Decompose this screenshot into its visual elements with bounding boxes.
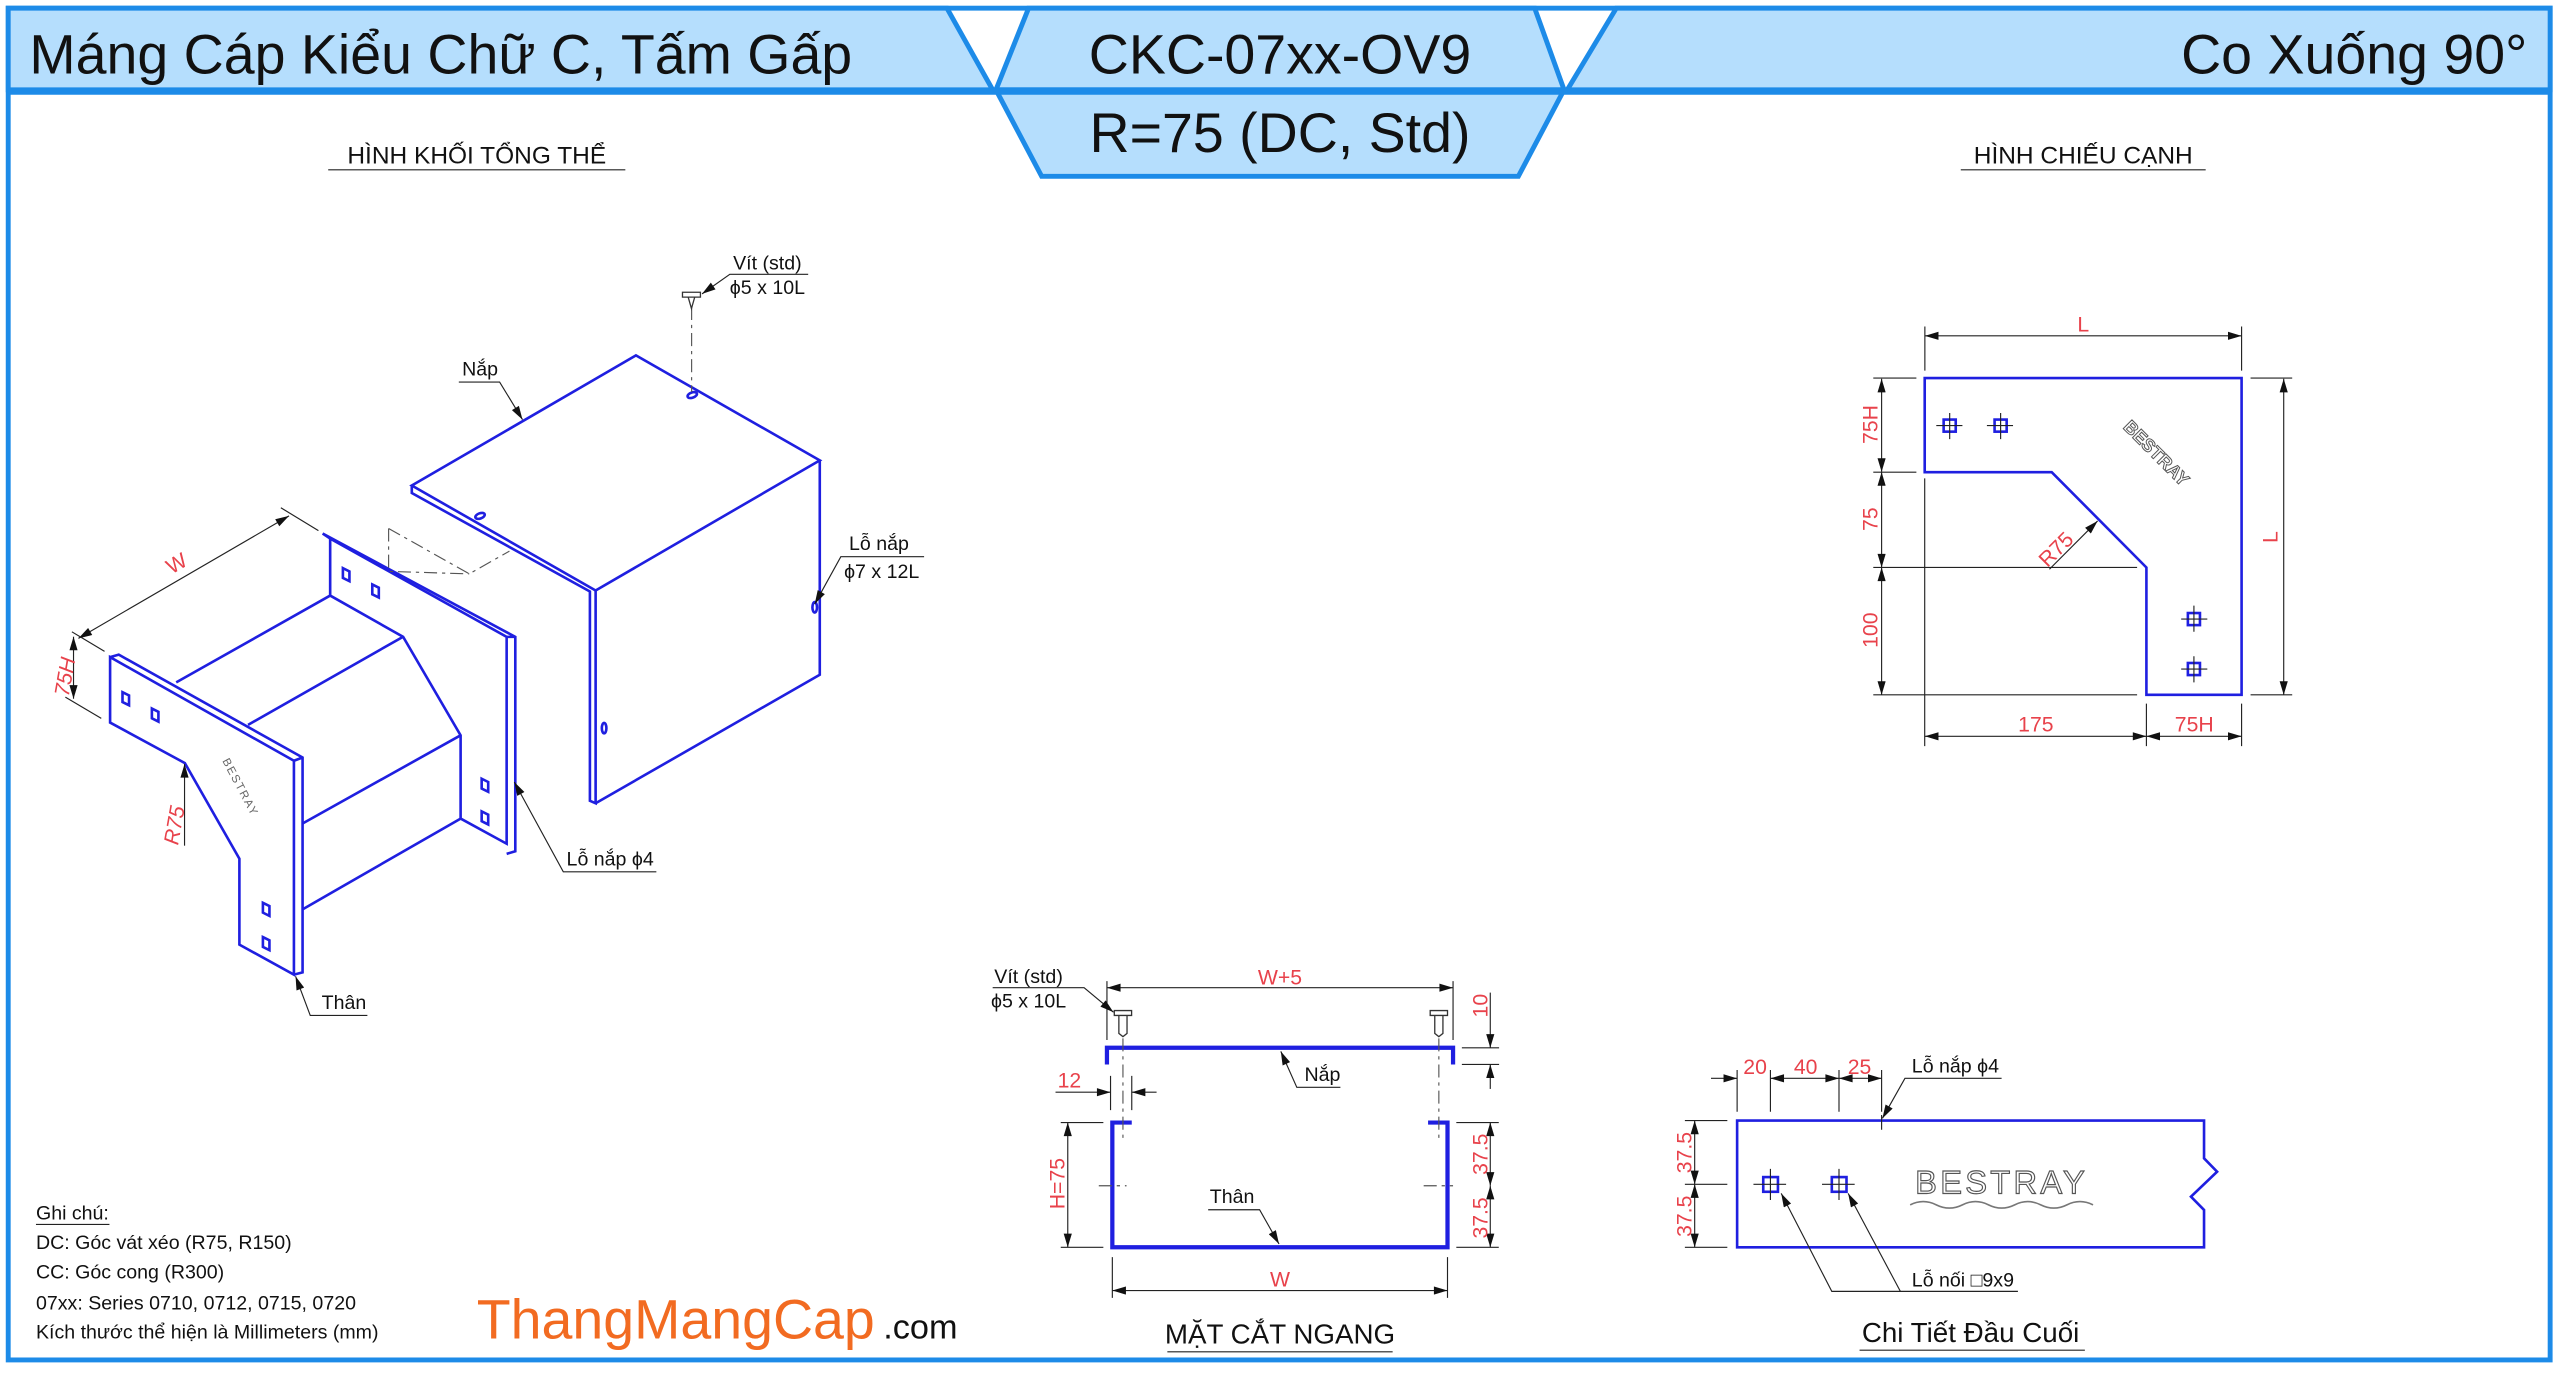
iso-lid-label: Nắp — [462, 357, 498, 380]
screw-icon — [681, 291, 702, 311]
section-dim-gap: 10 — [1469, 994, 1492, 1018]
end-dim-3: 25 — [1848, 1056, 1872, 1079]
section-lid-label: Nắp — [1304, 1063, 1340, 1086]
iso-lid-hole-label: Lỗ nắp — [849, 532, 909, 555]
note-line: Kích thước thể hiện là Millimeters (mm) — [36, 1322, 379, 1344]
iso-screw-size: ϕ5 x 10L — [730, 277, 805, 299]
section-dim-top: W+5 — [1258, 966, 1302, 989]
iso-cover-hole-label: Lỗ nắp ϕ4 — [567, 847, 654, 870]
section-screw-size: ϕ5 x 10L — [991, 990, 1066, 1012]
watermark-suffix: .com — [883, 1309, 957, 1347]
iso-dim-h: 75H — [51, 655, 81, 698]
side-dim-radius: R75 — [2035, 528, 2079, 572]
product-variant: R=75 (DC, Std) — [1090, 102, 1471, 164]
end-joint-hole-label: Lỗ nối □9x9 — [1912, 1268, 2014, 1291]
product-code: CKC-07xx-OV9 — [1089, 23, 1471, 85]
section-dim-height: H=75 — [1046, 1158, 1069, 1209]
side-dim-top: L — [2077, 313, 2089, 336]
side-dim-left-3: 100 — [1860, 612, 1883, 647]
end-brand-logo: BESTRAY — [1915, 1163, 2088, 1200]
section-body-label: Thân — [1210, 1186, 1255, 1208]
watermark-main: ThangMangCap — [477, 1289, 875, 1351]
end-cover-hole-label: Lỗ nắp ϕ4 — [1912, 1055, 1999, 1078]
section-dim-half-1: 37.5 — [1469, 1134, 1492, 1175]
iso-screw-label: Vít (std) — [733, 252, 802, 274]
iso-brand-text: BESTRAY — [219, 757, 260, 819]
side-dim-bottom-2: 75H — [2175, 713, 2214, 736]
side-view-title: HÌNH CHIẾU CẠNH — [1974, 141, 2193, 169]
joint-holes — [1936, 413, 2208, 683]
iso-dim-r: R75 — [160, 804, 189, 847]
notes-heading: Ghi chú: — [36, 1203, 109, 1225]
sheet-frame — [5, 5, 2553, 1363]
end-detail-view: BESTRAY 20 40 25 Lỗ nắp ϕ4 37.5 37.5 Lỗ … — [1673, 1055, 2219, 1351]
iso-view-title: HÌNH KHỐI TỔNG THỂ — [347, 141, 606, 169]
end-detail-title: Chi Tiết Đầu Cuối — [1862, 1317, 2079, 1348]
end-dim-1: 20 — [1743, 1056, 1767, 1079]
screw-icon — [1429, 1009, 1449, 1038]
end-dim-2: 40 — [1794, 1056, 1818, 1079]
end-dim-v2: 37.5 — [1673, 1196, 1696, 1237]
lid-part — [409, 353, 823, 806]
side-view: HÌNH CHIẾU CẠNH BESTRAY L L 75H 75 100 1… — [1860, 141, 2293, 747]
body-part: BESTRAY — [108, 532, 517, 977]
section-screw-label: Vít (std) — [994, 966, 1063, 988]
end-dim-v1: 37.5 — [1673, 1132, 1696, 1173]
title-right: Co Xuống 90° — [2181, 23, 2527, 85]
side-dim-right: L — [2260, 531, 2283, 543]
note-line: CC: Góc cong (R300) — [36, 1261, 224, 1283]
joint-holes — [121, 566, 490, 953]
section-dim-width: W — [1270, 1268, 1290, 1291]
iso-dim-w: W — [162, 549, 191, 579]
section-view-title: MẶT CẮT NGANG — [1165, 1319, 1395, 1350]
side-dim-bottom-1: 175 — [2018, 713, 2053, 736]
section-dim-flange: 12 — [1058, 1069, 1082, 1092]
side-dim-left-1: 75H — [1860, 405, 1883, 444]
isometric-view: HÌNH KHỐI TỔNG THỂ BESTRAY — [51, 141, 925, 1017]
section-view: W+5 10 12 H=75 37.5 37.5 W Vít (std) ϕ5 … — [991, 966, 1500, 1353]
side-brand-logo: BESTRAY — [2120, 416, 2194, 490]
watermark-logo: ThangMangCap .com — [477, 1289, 958, 1351]
iso-lid-hole-size: ϕ7 x 12L — [844, 561, 919, 583]
notes: Ghi chú: DC: Góc vát xéo (R75, R150) CC:… — [36, 1203, 379, 1344]
screw-icon — [1113, 1009, 1133, 1038]
note-line: DC: Góc vát xéo (R75, R150) — [36, 1232, 292, 1254]
title-left: Máng Cáp Kiểu Chữ C, Tấm Gấp — [29, 23, 852, 85]
section-dim-half-2: 37.5 — [1469, 1197, 1492, 1238]
side-dim-left-2: 75 — [1860, 507, 1883, 531]
iso-body-label: Thân — [322, 992, 367, 1014]
note-line: 07xx: Series 0710, 0712, 0715, 0720 — [36, 1292, 356, 1314]
